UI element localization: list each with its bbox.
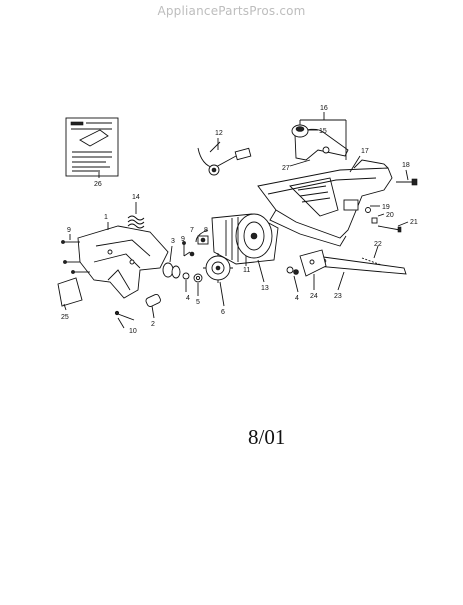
callout-9-center: 9 bbox=[181, 236, 185, 243]
callout-22: 22 bbox=[374, 241, 382, 248]
date-code: 8/01 bbox=[248, 425, 286, 449]
callout-26: 26 bbox=[94, 181, 102, 188]
part-power-cord bbox=[197, 141, 252, 176]
part-rear-handle bbox=[291, 124, 349, 161]
callout-12: 12 bbox=[215, 130, 223, 137]
callout-7: 7 bbox=[190, 227, 194, 234]
callout-24: 24 bbox=[310, 293, 318, 300]
part-bolt-18 bbox=[396, 178, 418, 186]
part-bar-plate bbox=[299, 249, 327, 277]
part-nut-left bbox=[182, 272, 190, 280]
callout-19: 19 bbox=[382, 204, 390, 211]
part-manual-card bbox=[65, 117, 119, 177]
callout-10: 10 bbox=[129, 328, 137, 335]
part-screws-left bbox=[61, 240, 90, 274]
part-fasteners-19-21 bbox=[365, 207, 402, 233]
callout-1: 1 bbox=[104, 214, 108, 221]
callout-4-left: 4 bbox=[186, 295, 190, 302]
callout-14: 14 bbox=[132, 194, 140, 201]
part-motor-connector bbox=[195, 229, 209, 243]
part-bushing-3 bbox=[162, 262, 181, 279]
callout-8: 8 bbox=[204, 227, 208, 234]
part-sprocket bbox=[203, 253, 233, 283]
callout-25: 25 bbox=[61, 314, 69, 321]
callout-16: 16 bbox=[320, 105, 328, 112]
part-sleeve-2 bbox=[145, 293, 161, 307]
part-gear-8 bbox=[197, 235, 209, 245]
callout-23: 23 bbox=[334, 293, 342, 300]
callout-9-left: 9 bbox=[67, 227, 71, 234]
callout-18: 18 bbox=[402, 162, 410, 169]
callout-20: 20 bbox=[386, 212, 394, 219]
callout-17: 17 bbox=[361, 148, 369, 155]
callout-15: 15 bbox=[319, 128, 327, 135]
part-washer-5 bbox=[193, 273, 203, 283]
callout-5: 5 bbox=[196, 299, 200, 306]
part-guide-bar bbox=[315, 255, 407, 275]
leader-lines bbox=[63, 112, 409, 329]
callout-2: 2 bbox=[151, 321, 155, 328]
part-screws-center bbox=[182, 241, 195, 257]
callout-21: 21 bbox=[410, 219, 418, 226]
callout-4-right: 4 bbox=[295, 295, 299, 302]
part-nut-right bbox=[286, 266, 299, 275]
callout-6: 6 bbox=[221, 309, 225, 316]
part-motor bbox=[211, 213, 279, 265]
part-spring bbox=[127, 215, 145, 229]
callout-27: 27 bbox=[282, 165, 290, 172]
part-housing bbox=[257, 159, 393, 247]
callout-11: 11 bbox=[243, 267, 250, 274]
part-cover-plate bbox=[57, 277, 83, 307]
part-saw-chain bbox=[361, 257, 385, 267]
part-hand-guard bbox=[77, 225, 169, 299]
callout-labels: 1 2 3 4 4 5 6 7 8 9 9 10 11 12 13 14 15 … bbox=[61, 105, 418, 335]
part-screw-10 bbox=[114, 310, 135, 321]
watermark: AppliancePartsPros.com bbox=[157, 4, 306, 18]
callout-13: 13 bbox=[261, 285, 269, 292]
callout-3: 3 bbox=[171, 238, 175, 245]
